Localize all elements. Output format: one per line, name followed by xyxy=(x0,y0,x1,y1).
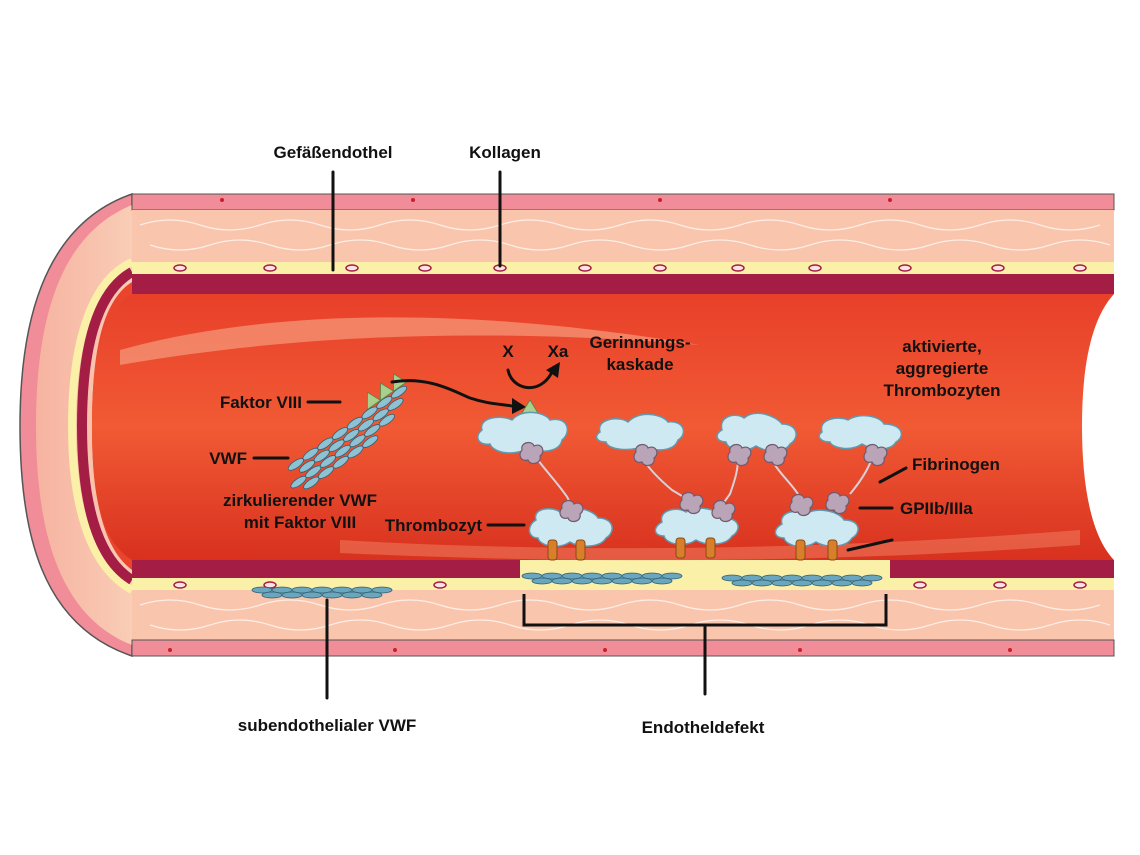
text-labels: Gefäßendothel Kollagen Faktor VIII VWF z… xyxy=(209,143,1000,737)
platelets-activated xyxy=(477,411,903,454)
subendothelial-vwf-left xyxy=(251,586,393,599)
factor-viii-molecules xyxy=(366,373,408,411)
label-vwf: VWF xyxy=(209,449,247,468)
leader-lines xyxy=(252,170,908,700)
label-gp2b3a: GPIIb/IIIa xyxy=(900,499,973,518)
platelet-activated-2 xyxy=(595,413,685,451)
exposed-vwf-defect xyxy=(521,572,883,587)
label-kaskade-1: Gerinnungs- xyxy=(589,333,690,352)
label-faktor8: Faktor VIII xyxy=(220,393,302,412)
vessel-wall-top xyxy=(131,193,1115,294)
label-fibrinogen: Fibrinogen xyxy=(912,455,1000,474)
activation-arrow xyxy=(390,362,560,414)
platelet-activated-3 xyxy=(716,412,797,452)
label-aktiv-1: aktivierte, xyxy=(902,337,981,356)
gp2b3a-knobs xyxy=(519,441,888,523)
label-defekt: Endotheldefekt xyxy=(642,718,765,737)
label-endothel: Gefäßendothel xyxy=(273,143,392,162)
label-kaskade-2: kaskade xyxy=(606,355,673,374)
label-xa: Xa xyxy=(548,342,569,361)
gpib-receptors xyxy=(547,537,838,561)
label-thrombozyt: Thrombozyt xyxy=(385,516,483,535)
leader-gpib xyxy=(846,538,894,552)
endothelial-nuclei xyxy=(173,264,1087,589)
leader-fibrinogen xyxy=(878,466,908,484)
circulating-vwf xyxy=(287,373,408,490)
label-x: X xyxy=(502,342,514,361)
label-circ-1: zirkulierender VWF xyxy=(223,491,377,510)
platelets-adhering xyxy=(528,507,859,548)
label-aktiv-2: aggregierte xyxy=(896,359,989,378)
vessel-end-cap xyxy=(19,192,135,658)
label-subendo: subendothelialer VWF xyxy=(238,716,417,735)
platelet-activated-4 xyxy=(818,414,903,450)
label-kollagen: Kollagen xyxy=(469,143,541,162)
label-circ-2: mit Faktor VIII xyxy=(244,513,356,532)
wall-dots xyxy=(168,198,1012,652)
label-aktiv-3: Thrombozyten xyxy=(883,381,1000,400)
vessel-wall-bottom xyxy=(131,560,1115,657)
platelet-activated-1 xyxy=(477,411,569,454)
